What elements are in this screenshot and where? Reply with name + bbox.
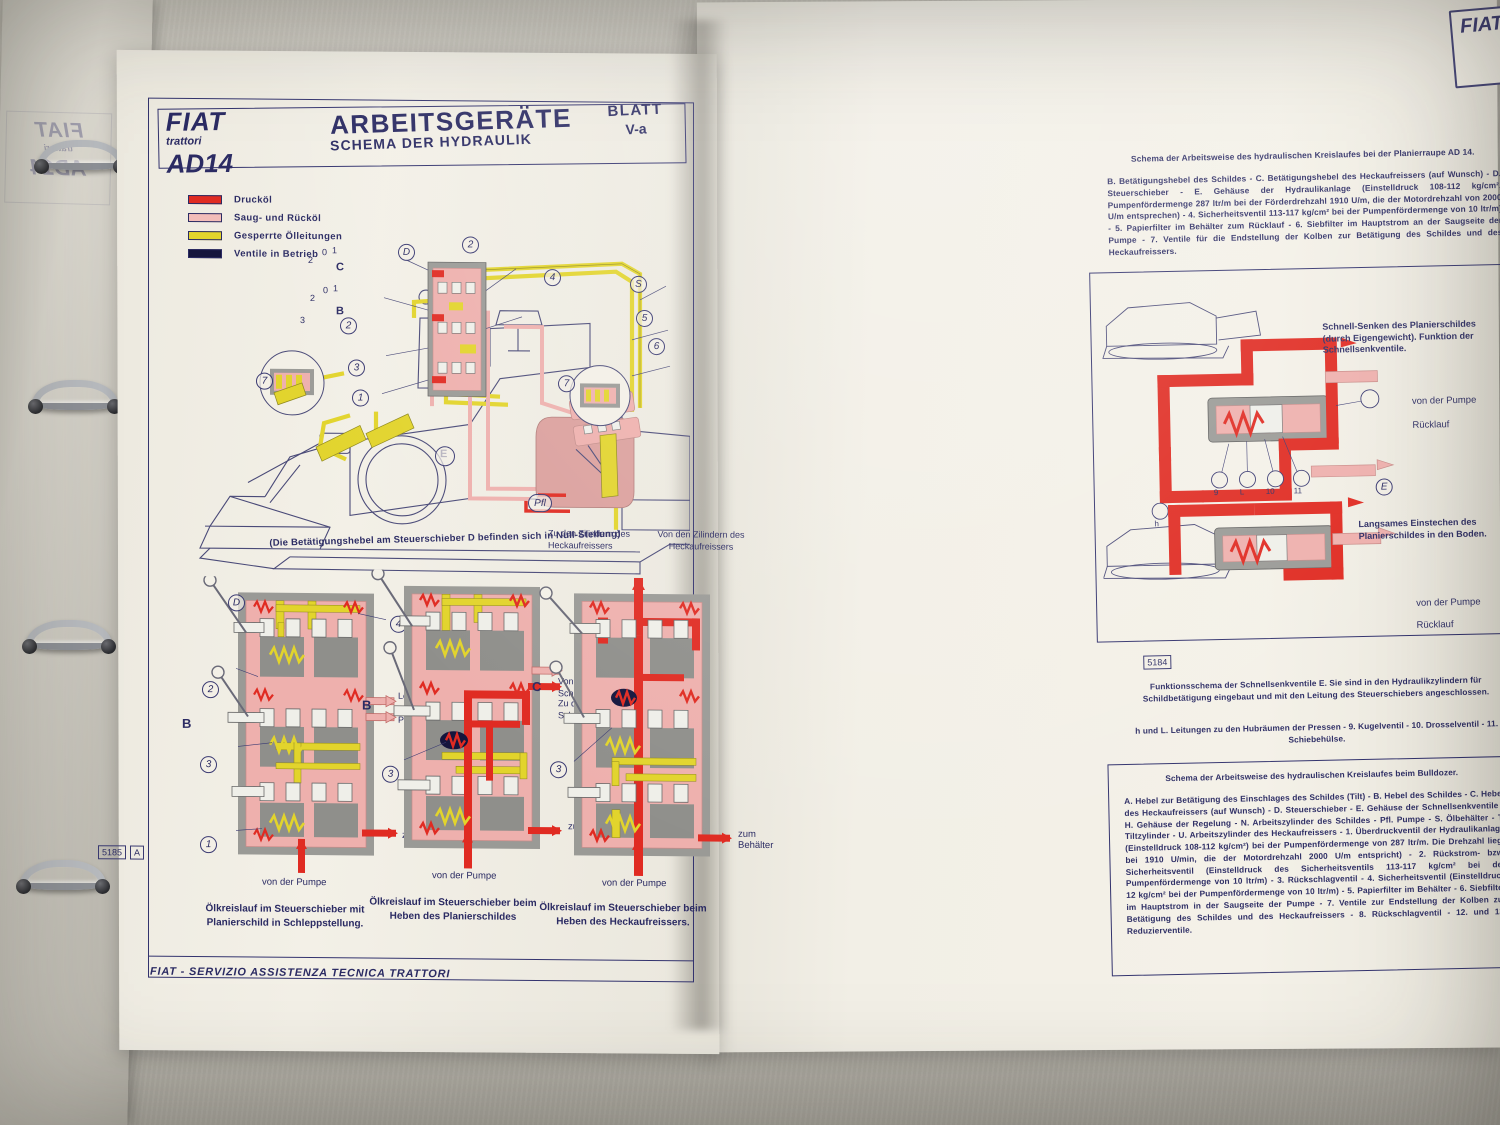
diagram-a-callout-1: 1 (200, 836, 217, 854)
diagram-c-caption-line1: Ölkreislauf im Steuerschieber beim (539, 902, 707, 915)
callout-inset-left: 7 (256, 372, 273, 390)
bulldozer-hydraulic-illustration (198, 259, 690, 575)
diagram-c-tank-label: zum Behälter (738, 828, 774, 852)
callout-D: D (398, 243, 415, 261)
mark-1: 1 (332, 245, 338, 256)
right-valve-number-L: L (1239, 487, 1245, 497)
callout-inset-right: 7 (558, 375, 575, 393)
right-mid-block: Funktionsschema der Schnellsenkventile E… (1142, 674, 1490, 704)
right-pump-label-bottom: von der Pumpe (1416, 596, 1481, 609)
callout-4: 4 (544, 269, 561, 287)
diagram-a-callout-2: 2 (202, 681, 219, 699)
right-bottom-body: A. Hebel zur Betätigung des Einschlages … (1124, 788, 1500, 936)
right-top-body: B. Betätigungshebel des Schildes - C. Be… (1107, 168, 1500, 257)
fast-lowering-caption: Schnell-Senken des Planierschildes (durc… (1322, 318, 1476, 356)
mark-0: 0 (322, 247, 328, 258)
right-figure-code: 5184 (1143, 655, 1172, 670)
right-marker-h: h (1154, 519, 1159, 529)
brand-block: FIAT trattori AD14 (165, 105, 256, 179)
mark-1b: 1 (333, 283, 339, 294)
callout-E-circle (435, 446, 455, 467)
diagram-a-callout-D: D (228, 594, 245, 612)
right-mid-block2: h und L. Leitungen zu den Hubräumen der … (1135, 718, 1499, 745)
diagram-c-top-label-from: Von den Zilindern des Heckaufreissers (657, 529, 745, 552)
sheet-number-text: V-a (625, 120, 647, 138)
technical-plate: FIAT trattori AD14 ARBEITSGERÄTE SCHEMA … (98, 76, 773, 1011)
diagram-b-lever-B: B (362, 697, 372, 713)
letter-C: C (336, 261, 344, 274)
callout-5: 5 (636, 309, 653, 328)
next-page-corner: FIAT (1448, 5, 1500, 89)
callout-S: S (630, 275, 647, 293)
right-plate: Schema der Arbeitsweise des hydraulische… (1089, 146, 1500, 977)
right-valve-number-11: 11 (1293, 486, 1303, 496)
diagram-a-valve-schematic (203, 576, 398, 873)
binder-ring[interactable] (22, 620, 116, 654)
page-gutter-shadow (670, 20, 728, 1030)
diagram-a-callout-3: 3 (200, 756, 217, 774)
brand-name: FIAT (165, 105, 226, 137)
right-return-label-top: Rücklauf (1412, 419, 1450, 431)
right-valve-number-10: 10 (1265, 486, 1275, 497)
figure-code-group: 5185 A (98, 845, 145, 860)
model-name: AD14 (166, 147, 234, 179)
diagram-c-lever-C: C (532, 678, 542, 695)
diagram-c-top-label-to: Zu den Zilindern des Heckaufreissers (548, 528, 631, 551)
callout-2b: 2 (340, 317, 357, 335)
binder-ring[interactable] (16, 860, 110, 894)
right-valve-number-9: 9 (1213, 488, 1219, 498)
diagram-c-caption: Ölkreislauf im Steuerschieber beim Heben… (508, 901, 738, 930)
figure-code: 5185 (98, 845, 127, 860)
mark-2b: 2 (310, 293, 316, 304)
footer-text: FIAT - SERVIZIO ASSISTENZA TECNICA TRATT… (150, 965, 451, 981)
diagram-c-callout-3: 3 (550, 761, 567, 779)
fast-lowering-schematic (1102, 302, 1396, 581)
diagram-a-pump-label: von der Pumpe (262, 876, 327, 889)
mark-3: 3 (300, 314, 306, 325)
diagram-c-valve-schematic (539, 577, 732, 876)
callout-Pfl: Pfl (528, 493, 552, 513)
diagram-a-lever-B: B (182, 715, 192, 732)
sheet-label-text: BLATT (607, 100, 663, 121)
letter-B: B (336, 305, 344, 318)
diagram-c-caption-line2: Heben des Heckaufreissers. (556, 915, 690, 928)
mark-0b: 0 (323, 285, 329, 296)
right-pump-label-top: von der Pumpe (1411, 394, 1477, 407)
sheet-identifier: BLATT V-a (607, 101, 664, 138)
diagram-b-callout-3: 3 (382, 765, 399, 783)
figure-letter: A (130, 845, 145, 860)
callout-2: 2 (462, 236, 479, 254)
diagram-b-pump-label: von der Pumpe (432, 870, 497, 882)
callout-3: 3 (348, 359, 365, 377)
callout-1: 1 (352, 389, 369, 407)
slow-entry-caption: Langsames Einstechen des Planierschildes… (1358, 516, 1487, 541)
mark-2: 2 (308, 255, 314, 266)
callout-6: 6 (648, 337, 665, 356)
right-return-label-bottom: Rücklauf (1416, 619, 1454, 631)
diagram-c-pump-label: von der Pumpe (602, 877, 667, 890)
diagram-b-valve-schematic (371, 569, 563, 869)
